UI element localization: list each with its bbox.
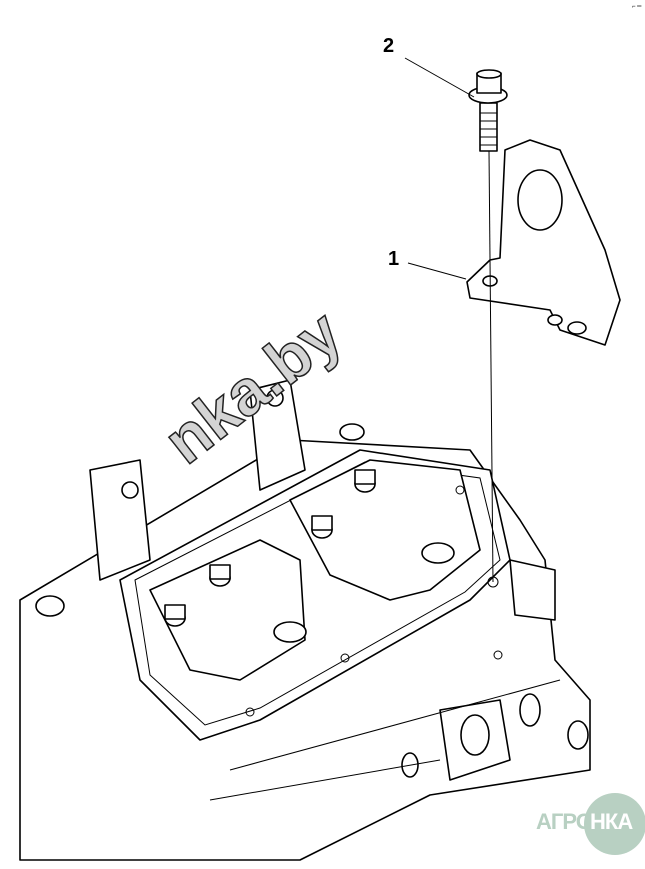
agronka-logo: АГРО НКА (530, 793, 645, 857)
logo-text-right: НКА (590, 809, 633, 834)
bolt-part-2 (468, 69, 508, 583)
bracket-part-1 (466, 139, 621, 346)
logo-circle (584, 793, 645, 855)
callout-2: 2 (383, 35, 395, 57)
cylinder-head (19, 379, 591, 861)
callout-1: 1 (388, 248, 400, 270)
corner-mark: ⌐ ═ (632, 4, 642, 10)
leader-lines (404, 57, 475, 280)
logo-text-left: АГРО (536, 809, 593, 834)
